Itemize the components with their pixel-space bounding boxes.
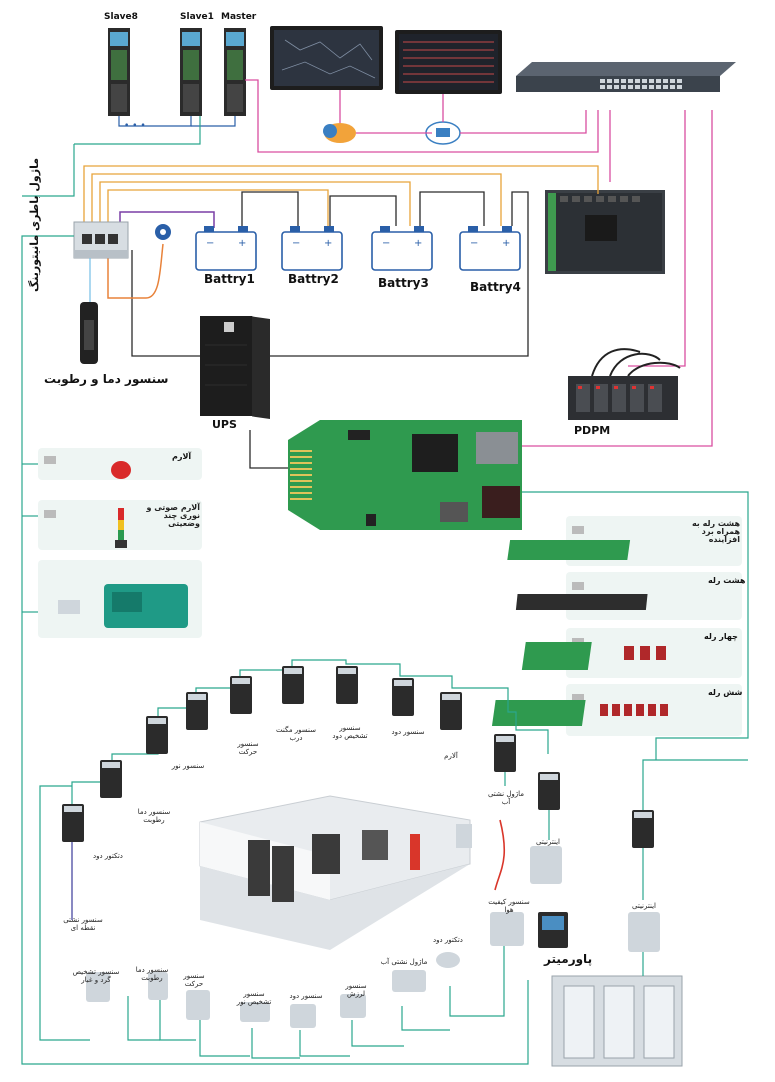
electrical-panel — [551, 975, 683, 1067]
sound-light-alarm-panel — [38, 500, 202, 550]
din-breaker-bottom — [628, 912, 660, 952]
din-breaker-top — [530, 846, 562, 884]
current-sensor-icon — [155, 224, 171, 240]
master-label: Master — [221, 12, 257, 22]
svg-text:−: − — [470, 238, 478, 249]
network-switch — [516, 62, 736, 92]
slave1-label: Slave1 — [180, 12, 214, 22]
sensor-node-chain — [39, 659, 748, 990]
generator-panel — [38, 560, 202, 638]
battery-4: −+ — [459, 226, 521, 271]
relay-six-label: شش رله — [708, 688, 743, 697]
svg-text:+: + — [414, 238, 422, 249]
sound-light-alarm-label: آلارم صوتی و نوری چند وضعیتی — [146, 503, 200, 528]
slave1-unit — [180, 28, 202, 116]
battery-4-label: Battry4 — [470, 280, 521, 294]
relay-eight-expansion-label: هشت رله به همراه برد افزاینده — [691, 519, 740, 544]
master-unit — [224, 28, 246, 116]
point-leak-sensor-label: سنسور نشتی نقطه ای — [63, 916, 103, 932]
svg-text:+: + — [324, 238, 332, 249]
battery-monitor-module — [73, 221, 129, 259]
svg-text:−: − — [206, 238, 214, 249]
svg-text:+: + — [238, 238, 246, 249]
bottom-motion-label: سنسور حرکت — [183, 972, 205, 988]
relay-panel-four — [521, 628, 742, 678]
smoke-light-sensor-label: سنسور تشخیص دود — [332, 724, 368, 740]
battery-2-label: Battry2 — [288, 272, 339, 286]
temp-humidity-label: سنسور دما و رطوبت — [44, 372, 169, 386]
pdpm-label: PDPM — [574, 424, 611, 437]
water-leak-module-label: ماژول نشتی آب — [487, 790, 525, 806]
controller-board — [545, 190, 665, 274]
ups-cabinet — [200, 316, 270, 419]
alarm-panel — [38, 448, 202, 480]
battery-2: −+ — [281, 226, 343, 271]
power-meter — [538, 912, 568, 948]
map-monitor — [270, 26, 383, 90]
enteliness-top-label: اینترنیتی — [536, 838, 560, 846]
alarm-label: آلارم — [172, 452, 192, 461]
smoke-sensor-label: سنسور دود — [391, 728, 425, 736]
bottom-smoke-detector-label: دتکتور دود — [433, 936, 463, 944]
svg-text:−: − — [292, 238, 300, 249]
bottom-temp-humidity-label: سنسور دما رطوبت — [135, 966, 169, 982]
light-sensor-label: سنسور نور — [171, 762, 205, 770]
relay-eight-label: هشت رله — [708, 576, 746, 585]
bottom-smoke-label: سنسور دود — [289, 992, 323, 1000]
powermeter-label: پاورمیتر — [544, 952, 593, 966]
slave8-unit — [108, 28, 130, 116]
air-quality-label: سنسور کیفیت هوا — [488, 898, 530, 914]
relay-panel-eight — [515, 572, 742, 620]
slave8-label: Slave8 — [104, 12, 138, 22]
svg-text:• • •: • • • — [124, 121, 146, 131]
bottom-water-leak-label: ماژول نشتی آب — [380, 958, 428, 966]
magnet-sensor-label: سنسور مگنت درب — [275, 726, 317, 742]
enteliness-bottom-label: اینترنیتی — [632, 902, 656, 910]
bottom-sensor-icons — [86, 912, 524, 1028]
data-center-room — [199, 795, 472, 950]
battery-3-label: Battry3 — [378, 276, 429, 290]
temp-humidity-probe — [80, 302, 98, 364]
smoke-detector-label: دتکتور دود — [93, 852, 123, 860]
temp-humidity-sensor-label: سنسور دما رطوبت — [137, 808, 171, 824]
battery-module-label: ماژول باطری مانیتورینگ — [28, 157, 41, 292]
svg-text:+: + — [502, 238, 510, 249]
alarm-sensor-label: آلارم — [444, 752, 458, 760]
ups-label: UPS — [212, 418, 237, 431]
svg-text:−: − — [382, 238, 390, 249]
network-card-board — [288, 420, 522, 530]
battery-3: −+ — [371, 226, 433, 271]
relay-panel-eight-expansion — [507, 516, 742, 566]
bottom-smoke-light-label: سنسور تشخیص نور — [236, 990, 272, 1006]
relay-four-label: چهار رله — [704, 632, 738, 641]
relay-panel-six — [491, 684, 742, 736]
bottom-vibration-label: سنسور لرزش — [345, 982, 367, 998]
database-cloud-icon — [323, 123, 356, 143]
battery-1: −+ — [195, 226, 257, 271]
battery-1-label: Battry1 — [204, 272, 255, 286]
dust-sensor-label: سنسور تشخیص گرد و غبار — [72, 968, 120, 984]
table-monitor — [395, 30, 502, 94]
pdpm-unit — [568, 348, 681, 420]
motion-sensor-label: سنسور حرکت — [237, 740, 259, 756]
